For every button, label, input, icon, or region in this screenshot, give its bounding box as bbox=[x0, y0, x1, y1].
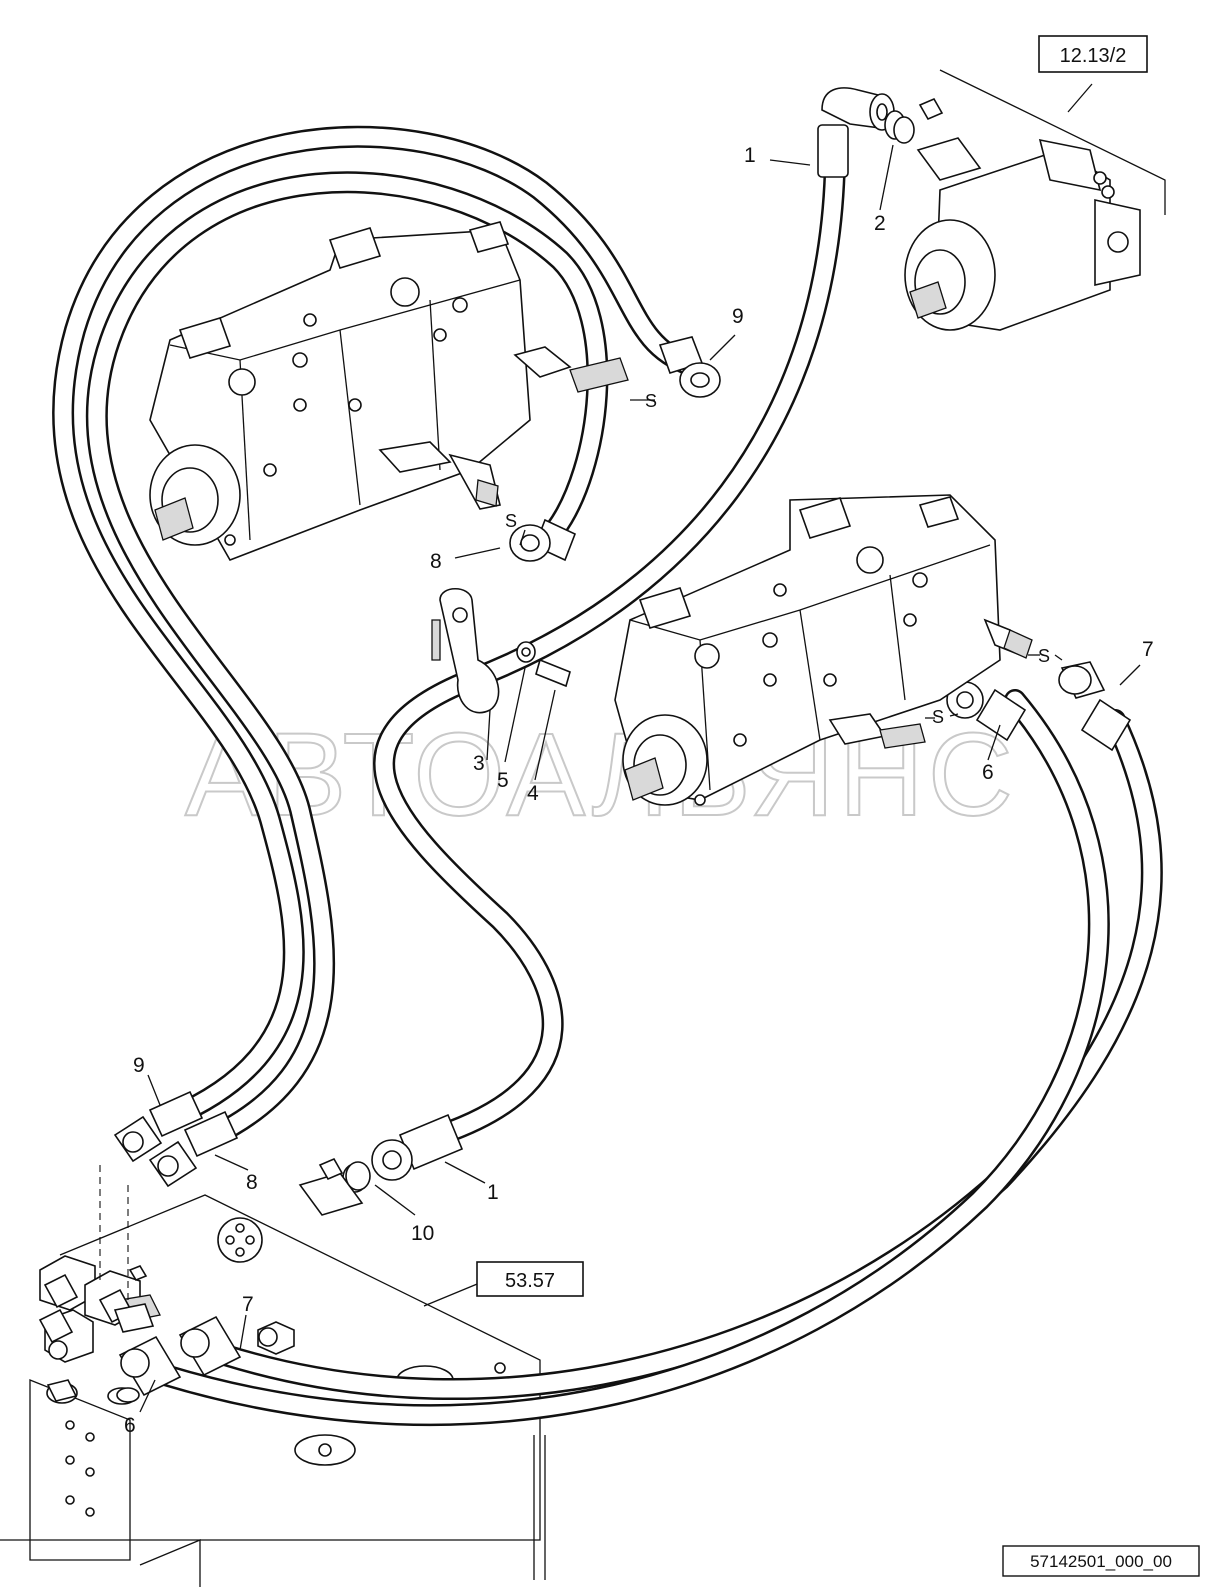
hose-6 bbox=[154, 689, 1110, 1427]
callout-8: 8 bbox=[430, 550, 442, 573]
callout-6: 6 bbox=[982, 761, 994, 784]
callout-10: 10 bbox=[411, 1222, 434, 1245]
hose-1 bbox=[373, 149, 846, 1146]
callout-4: 4 bbox=[527, 782, 539, 805]
drawing-id: 57142501_000_00 bbox=[1030, 1552, 1172, 1571]
s-mark: S bbox=[645, 391, 657, 411]
callout-1: 1 bbox=[487, 1181, 499, 1204]
ref-label-bottom: 53.57 bbox=[505, 1270, 555, 1292]
callout-3: 3 bbox=[473, 752, 485, 775]
hose-9 bbox=[52, 125, 701, 1129]
callout-7: 7 bbox=[1142, 638, 1154, 661]
callout-6: 6 bbox=[124, 1414, 136, 1437]
drawing-id-box: 57142501_000_00 bbox=[1002, 1545, 1200, 1577]
s-mark: S bbox=[1038, 646, 1050, 666]
ref-box-bottom[interactable]: 53.57 bbox=[476, 1261, 584, 1297]
s-mark: S bbox=[932, 707, 944, 727]
clamp-and-bolts bbox=[298, 97, 982, 1216]
manifold-fittings bbox=[38, 1165, 278, 1403]
callout-5: 5 bbox=[497, 769, 509, 792]
ref-box-top[interactable]: 12.13/2 bbox=[1038, 35, 1148, 73]
callout-7: 7 bbox=[242, 1293, 254, 1316]
callout-8: 8 bbox=[246, 1171, 258, 1194]
ref-label-top: 12.13/2 bbox=[1060, 45, 1127, 67]
callout-9: 9 bbox=[133, 1054, 145, 1077]
callout-2: 2 bbox=[874, 212, 886, 235]
hose-8 bbox=[85, 171, 609, 1151]
drive-motor bbox=[904, 138, 1141, 331]
pump-assembly-lower bbox=[614, 494, 1033, 806]
callout-9: 9 bbox=[732, 305, 744, 328]
s-mark: S bbox=[505, 511, 517, 531]
callout-1: 1 bbox=[744, 144, 756, 167]
leader-lines bbox=[139, 69, 1166, 1413]
pump-assembly-upper bbox=[149, 221, 629, 561]
